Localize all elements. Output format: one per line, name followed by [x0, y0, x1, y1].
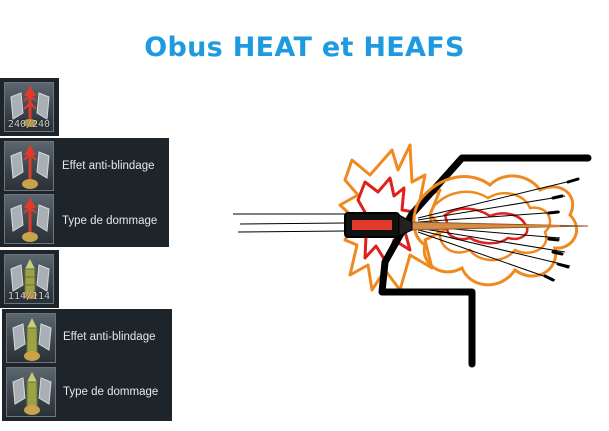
heafs-armor-effect-label: Effet anti-blindage: [63, 331, 156, 343]
motion-lines: [233, 213, 346, 233]
armor-plate-icon: [378, 154, 592, 368]
heat-armor-effect-icon: [4, 141, 54, 191]
spall-cloud-inner: [443, 207, 529, 245]
page-title: Obus HEAT et HEAFS: [144, 32, 465, 63]
heat-shell: [344, 212, 413, 238]
heafs-damage-type-icon: [6, 367, 56, 417]
heafs-slot-frame: 114/114: [4, 254, 54, 304]
heafs-damage-type-label: Type de dommage: [63, 386, 159, 398]
heafs-shell-icon: [10, 259, 50, 299]
heafs-ammo-count: 114/114: [7, 291, 51, 302]
fragment-tips: [543, 177, 580, 282]
heat-damage-type-icon: [4, 194, 54, 244]
heat-damage-type-label: Type de dommage: [62, 215, 158, 227]
heat-slot-frame: 240/240: [4, 82, 54, 132]
heat-shell-icon: [10, 86, 50, 127]
heat-armor-effect-label: Effet anti-blindage: [62, 160, 155, 172]
heat-ammo-count: 240/240: [7, 119, 51, 130]
heafs-info-panel: Effet anti-blindage Type de dommage: [2, 309, 172, 421]
heafs-ammo-slot[interactable]: 114/114: [0, 250, 59, 308]
spall-cloud-outer: [412, 174, 578, 287]
heat-ammo-slot[interactable]: 240/240: [0, 78, 59, 136]
heat-info-panel: Effet anti-blindage Type de dommage: [0, 138, 169, 247]
heafs-armor-effect-icon: [6, 313, 56, 363]
